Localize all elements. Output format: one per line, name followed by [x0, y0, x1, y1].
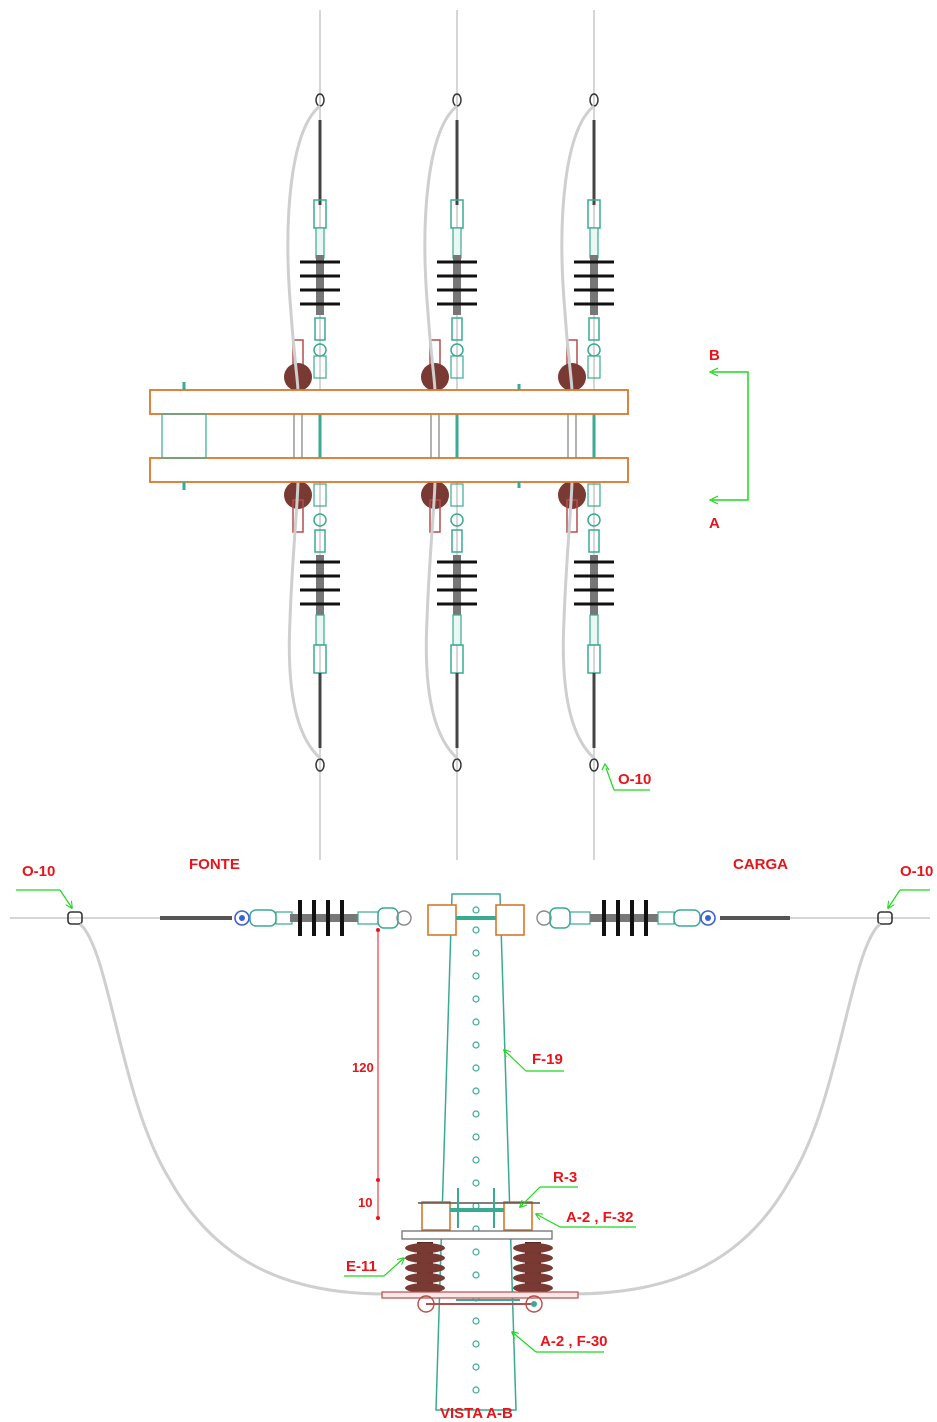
crossarm-ref: F-19	[504, 1050, 564, 1072]
right-cable-ref-label: O-10	[900, 863, 933, 880]
arrester-right	[513, 1242, 553, 1294]
plan-cable-ref: O-10	[601, 762, 651, 791]
right-connector	[877, 911, 893, 925]
dim-height-label: 120	[352, 1060, 374, 1075]
left-jumper	[78, 922, 386, 1296]
phase-1	[282, 8, 342, 862]
phase-3	[556, 8, 616, 862]
crossarm-spacer	[161, 413, 207, 459]
phase-2	[419, 8, 479, 862]
arrester-left	[405, 1242, 445, 1294]
section-label-b: B	[709, 347, 720, 364]
crossarm-top	[149, 389, 629, 415]
elevation-view: FONTE CARGA	[10, 856, 933, 1422]
left-dead-end	[234, 909, 293, 927]
bracket-hardware-ref: A-2 , F-32	[536, 1209, 636, 1228]
left-cable-ref: O-10	[16, 863, 72, 908]
top-crossarm-section	[427, 904, 525, 936]
arrester-ref-label: E-11	[346, 1258, 377, 1275]
right-clevis	[536, 907, 591, 929]
right-insulator	[590, 900, 658, 936]
bracket-hardware-ref-label: A-2 , F-32	[566, 1209, 634, 1226]
switch-hardware-ref: A-2 , F-30	[512, 1332, 608, 1353]
left-cable-ref-label: O-10	[22, 863, 55, 880]
section-label-a: A	[709, 515, 720, 532]
plan-cable-ref-label: O-10	[618, 771, 651, 788]
bracket-ref-label: R-3	[553, 1169, 577, 1186]
pole	[435, 893, 517, 1411]
right-dead-end	[657, 909, 716, 927]
crossarm-ref-label: F-19	[532, 1051, 563, 1068]
source-label: FONTE	[189, 856, 240, 873]
crossarm-bottom	[149, 457, 629, 483]
section-marker: B A	[708, 347, 749, 532]
right-cable-ref: O-10	[888, 863, 933, 908]
view-title: VISTA A-B	[440, 1405, 513, 1422]
left-connector	[67, 911, 83, 925]
arrester-ref: E-11	[344, 1258, 404, 1277]
switch-mechanism	[381, 1291, 579, 1313]
switch-hardware-ref-label: A-2 , F-30	[540, 1333, 608, 1350]
left-clevis	[357, 907, 412, 929]
bracket-ref: R-3	[520, 1169, 578, 1207]
dim-offset-label: 10	[358, 1195, 372, 1210]
plan-view: B A O-10	[149, 8, 749, 862]
load-label: CARGA	[733, 856, 788, 873]
left-insulator	[290, 900, 358, 936]
dimension: 120 10	[352, 928, 380, 1220]
right-jumper	[571, 922, 882, 1296]
